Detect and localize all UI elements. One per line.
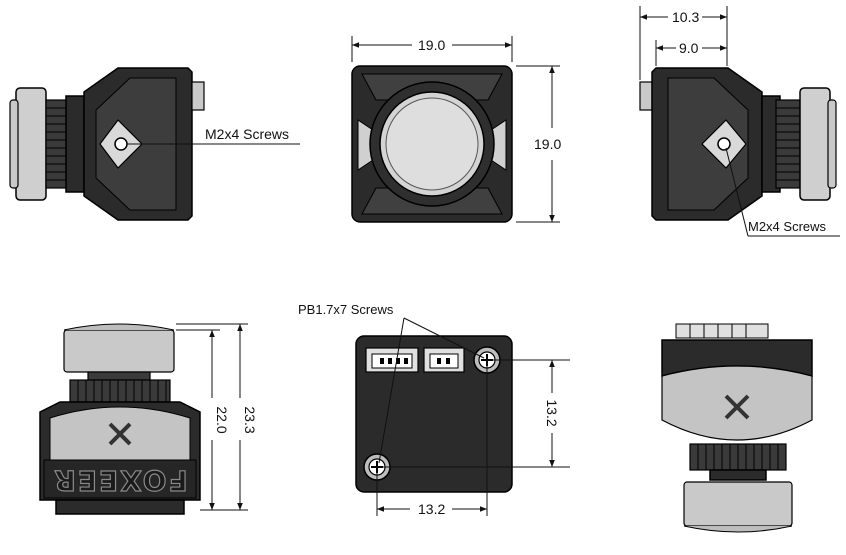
- rear-view: [355, 317, 570, 516]
- bottom-view-right: [661, 323, 813, 533]
- front-view: [351, 36, 560, 223]
- brand-text: FOXEER: [52, 464, 187, 497]
- right-dim-b: 9.0: [679, 40, 699, 56]
- top-view-left: [39, 323, 248, 515]
- side-view-right: [639, 6, 840, 237]
- foxeer-x-logo-icon: [108, 422, 132, 446]
- left-screw-label: M2x4 Screws: [205, 126, 289, 142]
- bottom-x-logo-icon: [724, 394, 750, 420]
- front-height-dim: 19.0: [534, 136, 561, 152]
- right-dim-a: 10.3: [672, 9, 699, 25]
- side-dim-outer: 23.3: [242, 406, 258, 433]
- side-dim-inner: 22.0: [214, 406, 230, 433]
- rear-screw-label: PB1.7x7 Screws: [298, 302, 394, 317]
- side-view-left: [9, 67, 300, 221]
- rear-dim-vertical: 13.2: [544, 399, 560, 426]
- front-width-dim: 19.0: [418, 37, 445, 53]
- rear-dim-horizontal: 13.2: [418, 501, 445, 517]
- right-screw-label: M2x4 Screws: [748, 219, 827, 234]
